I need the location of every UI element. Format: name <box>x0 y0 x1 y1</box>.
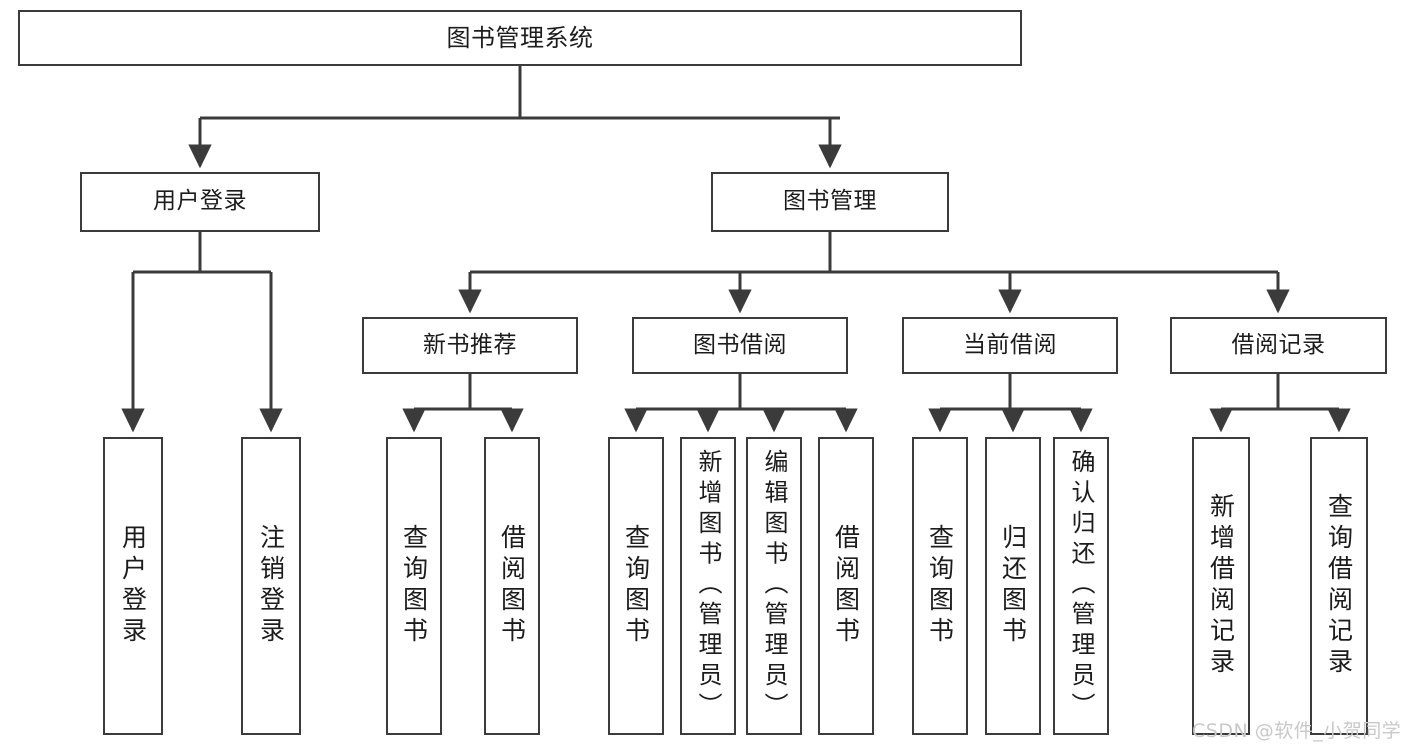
node-root-label: 图书管理系统 <box>446 23 594 52</box>
leaf-user-login-label: 用户登录 <box>118 524 148 648</box>
leaf-logout[interactable]: 注销登录 <box>241 437 301 735</box>
leaf-return-books[interactable]: 归还图书 <box>985 437 1041 735</box>
node-borrow-record[interactable]: 借阅记录 <box>1170 317 1387 374</box>
leaf-borrow-books-1[interactable]: 借阅图书 <box>484 437 540 735</box>
leaf-query-books-2[interactable]: 查询图书 <box>608 437 664 735</box>
leaf-query-books-3[interactable]: 查询图书 <box>912 437 968 735</box>
node-book-borrow-label: 图书借阅 <box>693 331 787 358</box>
node-book-management-label: 图书管理 <box>783 188 877 215</box>
node-current-borrow[interactable]: 当前借阅 <box>902 317 1118 374</box>
leaf-query-books-3-label: 查询图书 <box>925 524 955 648</box>
node-new-book-recommend-label: 新书推荐 <box>423 331 517 358</box>
leaf-add-book-admin-label: 新增图书（管理员） <box>694 449 722 723</box>
leaf-logout-label: 注销登录 <box>256 524 286 648</box>
leaf-confirm-return-admin-label: 确认归还（管理员） <box>1067 449 1095 723</box>
node-new-book-recommend[interactable]: 新书推荐 <box>362 317 578 374</box>
leaf-edit-book-admin[interactable]: 编辑图书（管理员） <box>746 437 802 735</box>
leaf-add-book-admin[interactable]: 新增图书（管理员） <box>680 437 736 735</box>
node-book-borrow[interactable]: 图书借阅 <box>632 317 848 374</box>
leaf-borrow-books-2[interactable]: 借阅图书 <box>818 437 874 735</box>
node-root[interactable]: 图书管理系统 <box>18 10 1022 66</box>
node-book-management[interactable]: 图书管理 <box>711 172 949 232</box>
leaf-return-books-label: 归还图书 <box>998 524 1028 648</box>
leaf-borrow-books-2-label: 借阅图书 <box>831 524 861 648</box>
leaf-add-borrow-record-label: 新增借阅记录 <box>1206 493 1236 679</box>
node-borrow-record-label: 借阅记录 <box>1231 331 1326 358</box>
leaf-query-borrow-record-label: 查询借阅记录 <box>1324 493 1354 679</box>
leaf-user-login[interactable]: 用户登录 <box>103 437 163 735</box>
leaf-add-borrow-record[interactable]: 新增借阅记录 <box>1192 437 1250 735</box>
leaf-confirm-return-admin[interactable]: 确认归还（管理员） <box>1053 437 1109 735</box>
leaf-query-books-1[interactable]: 查询图书 <box>386 437 442 735</box>
node-user-login-label: 用户登录 <box>153 188 247 215</box>
node-user-login[interactable]: 用户登录 <box>80 172 320 232</box>
leaf-borrow-books-1-label: 借阅图书 <box>497 524 527 648</box>
leaf-query-books-2-label: 查询图书 <box>621 524 651 648</box>
csdn-watermark: CSDN @软件_小贺同学 <box>1192 720 1402 742</box>
node-current-borrow-label: 当前借阅 <box>963 331 1057 358</box>
leaf-query-books-1-label: 查询图书 <box>399 524 429 648</box>
leaf-query-borrow-record[interactable]: 查询借阅记录 <box>1310 437 1368 735</box>
leaf-edit-book-admin-label: 编辑图书（管理员） <box>760 449 788 723</box>
